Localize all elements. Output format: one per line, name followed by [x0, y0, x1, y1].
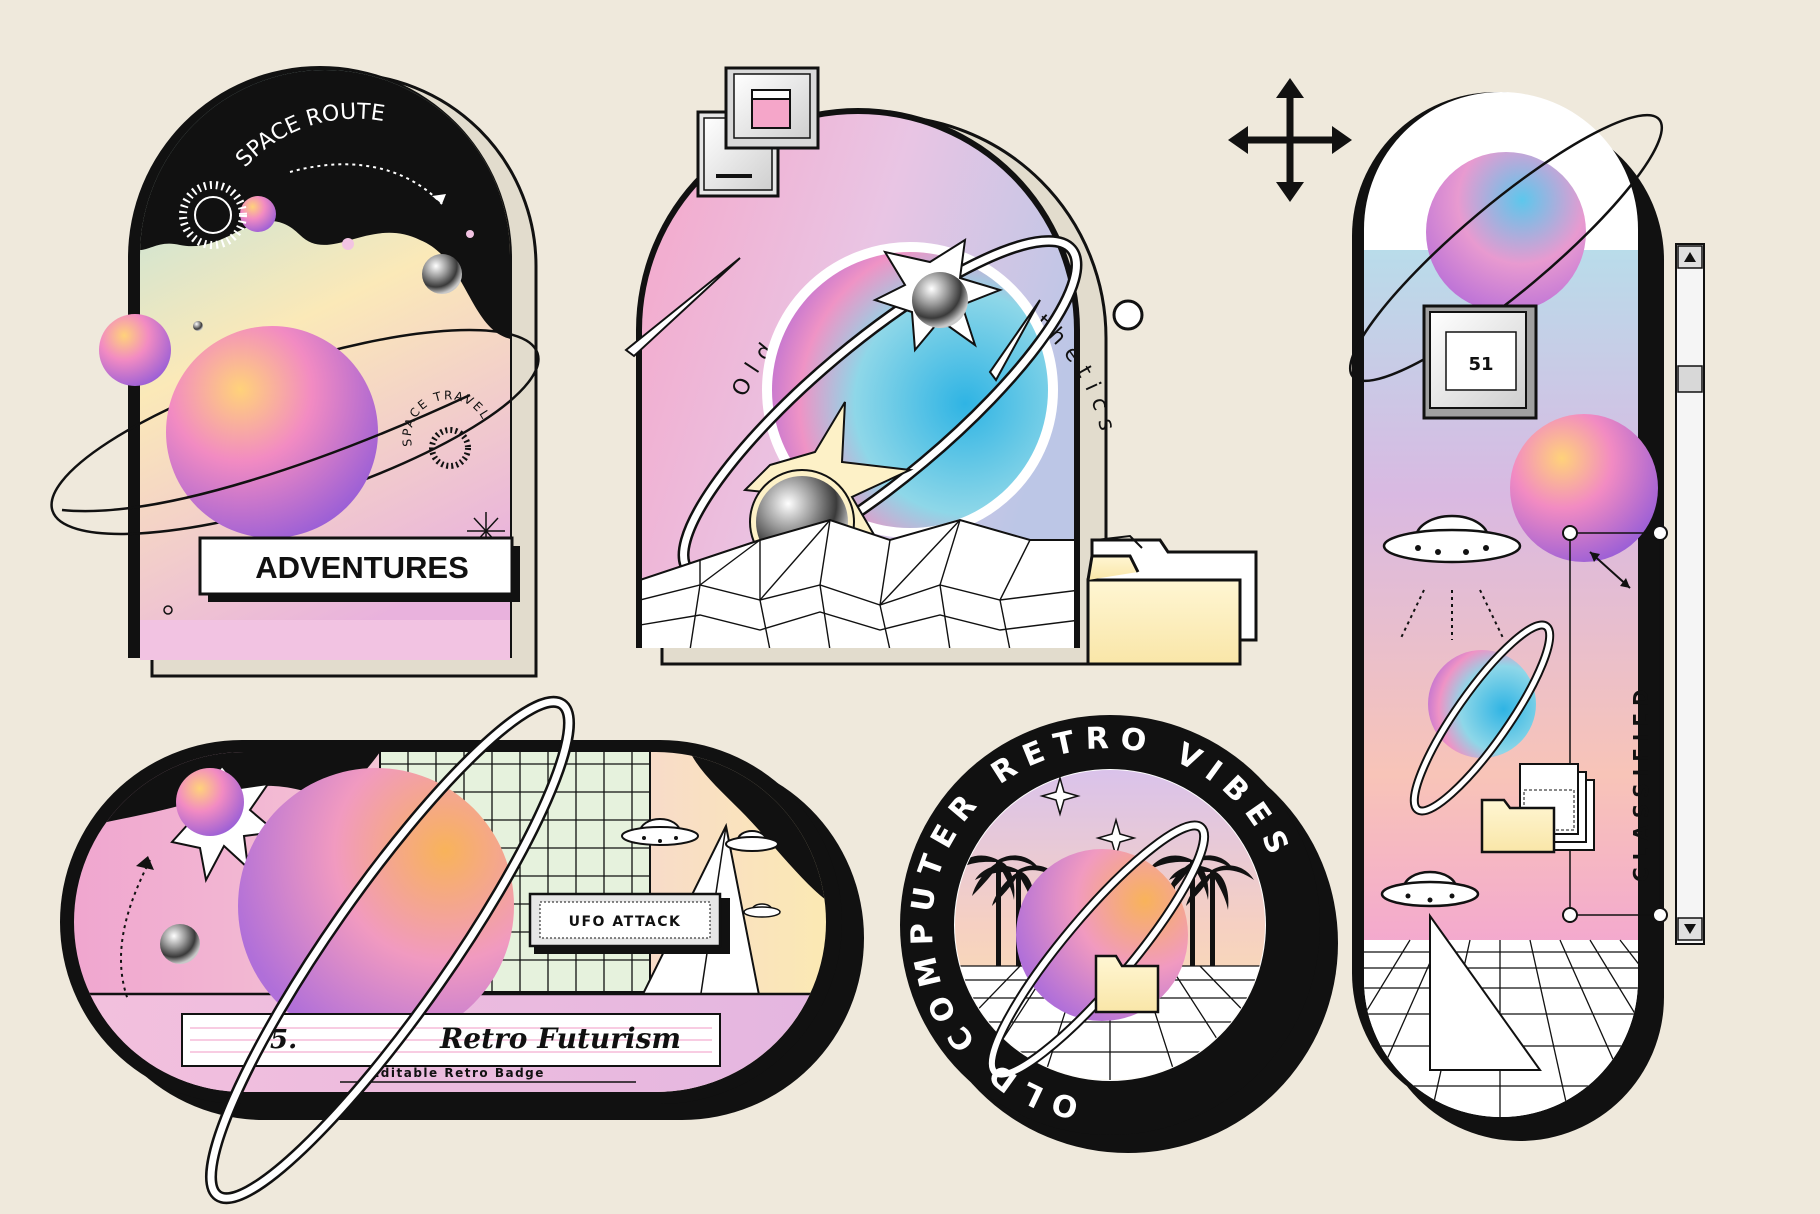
ufo-attack-label: UFO ATTACK [569, 914, 682, 930]
chrome-ball-icon [160, 924, 200, 964]
scrollbar[interactable] [1675, 243, 1705, 945]
badge-vibes: OLD COMPUTER RETRO VIBES [900, 715, 1338, 1153]
folder-icon [1086, 534, 1258, 666]
ufo-icon [621, 818, 699, 846]
small-planet-icon [176, 768, 244, 836]
window-icon [696, 66, 820, 198]
star-icon [1039, 775, 1081, 817]
top-planet-icon [1426, 152, 1586, 312]
scroll-up-icon [1684, 252, 1696, 262]
ufo-attack-button[interactable]: UFO ATTACK [528, 892, 730, 954]
badge-aesthetics: Old Computer Aesthetics [624, 66, 1258, 666]
retro-futurism-title: Retro Futurism [439, 1022, 681, 1055]
ufo-icon [1382, 514, 1522, 564]
ufo-icon [1380, 870, 1480, 908]
planet-icon [1510, 414, 1658, 562]
main-planet-icon [166, 326, 378, 538]
classified-label: CLASSIFIED [1629, 682, 1653, 882]
chrome-ball-icon [422, 254, 462, 294]
retro-futurism-card: 5. Retro Futurism Editable Retro Badge [181, 1013, 721, 1083]
folder-icon [1094, 954, 1160, 1014]
selection-box[interactable] [1562, 525, 1668, 923]
dial-icon [179, 181, 247, 249]
wireframe-mountains [642, 518, 1074, 648]
adventures-label: ADVENTURES [255, 550, 469, 585]
small-planet-icon [240, 196, 276, 232]
scroll-thumb [1677, 365, 1703, 393]
badge-adventures: SPACE ROUTE SPACE TRAVEL ADVENTURES [50, 66, 540, 678]
retro-subtitle: Editable Retro Badge [371, 1066, 545, 1080]
space-travel-dial-icon [429, 427, 471, 469]
scroll-down-icon [1684, 924, 1696, 934]
key-51: 51 [1422, 304, 1538, 420]
badge-area51: AREA 51 [1348, 92, 1705, 1141]
ufo-icon [725, 830, 779, 852]
chrome-ball-icon [912, 272, 968, 328]
badge-retro: UFO ATTACK 5. Retro Futurism Editable Re… [60, 695, 864, 1205]
move-cursor-icon [1228, 78, 1352, 202]
planet-icon [99, 314, 171, 386]
folder-icon [1480, 763, 1595, 854]
adventures-banner [198, 536, 514, 596]
ufo-icon [743, 903, 781, 918]
key-51-label: 51 [1468, 354, 1493, 375]
